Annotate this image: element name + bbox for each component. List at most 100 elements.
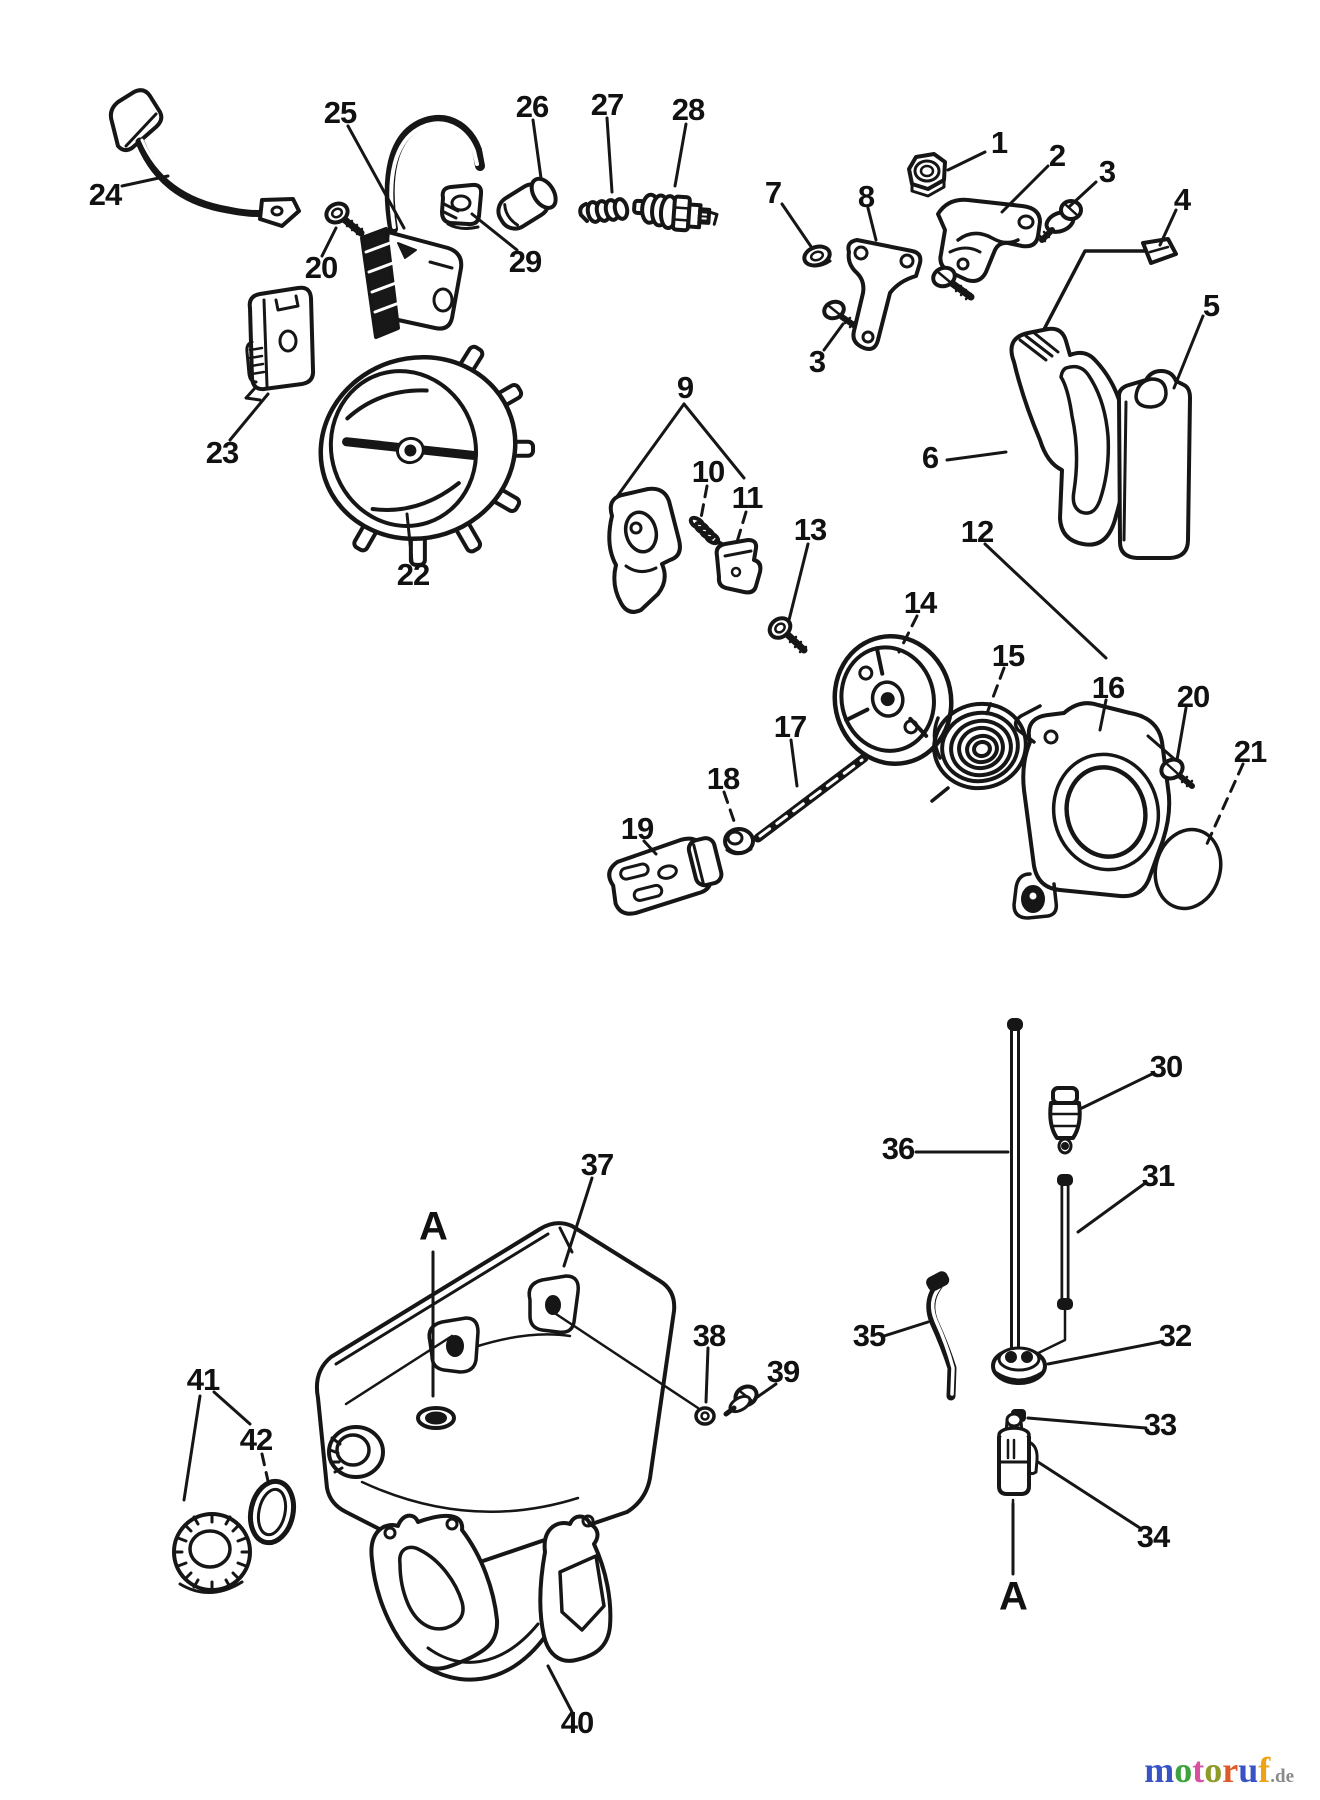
- callout-4: 4: [1173, 182, 1191, 217]
- rope-knob-drawing: [723, 827, 755, 856]
- leader-line-33: [1026, 1416, 1148, 1430]
- callout-7: 7: [764, 175, 782, 210]
- callout-28: 28: [671, 92, 705, 127]
- leader-line-39: [754, 1382, 778, 1400]
- motoruf-logo: motoruf.de: [1144, 1752, 1294, 1788]
- leader-line-15: [984, 666, 1006, 718]
- callout-38: 38: [692, 1318, 726, 1353]
- fuel-pipe-short-drawing: [1022, 1174, 1073, 1362]
- starter-rope-drawing: [753, 753, 869, 843]
- logo-letter-r: r: [1222, 1750, 1239, 1790]
- starter-handle-drawing: [607, 836, 724, 916]
- callout-22: 22: [396, 557, 430, 592]
- pawl-screw-drawing: [767, 616, 808, 654]
- lower-screw-drawing: [822, 299, 861, 331]
- check-valve-drawing: [1048, 1086, 1082, 1155]
- leader-line-25: [346, 124, 406, 230]
- support-bracket-drawing: [846, 238, 923, 351]
- callout-A2: A: [999, 1574, 1028, 1619]
- pawl-spring-drawing: [688, 515, 724, 546]
- motoruf-logo-letters: motoruf: [1144, 1750, 1270, 1790]
- callout-20a: 20: [304, 250, 338, 285]
- leader-line-11: [735, 510, 748, 544]
- leader-line-27: [605, 116, 614, 194]
- leader-line-37: [562, 1176, 594, 1268]
- leader-line-20b: [1175, 706, 1188, 762]
- leader-line-10: [699, 484, 709, 520]
- callout-14: 14: [903, 585, 937, 620]
- coil-screw-drawing: [324, 201, 365, 237]
- housing-screw-drawing: [1159, 757, 1195, 789]
- callout-40: 40: [560, 1705, 594, 1740]
- washer-drawing: [802, 244, 832, 268]
- callout-8: 8: [857, 179, 875, 214]
- plug-cap-drawing: [496, 176, 558, 231]
- callout-24: 24: [88, 177, 122, 212]
- leader-line-32: [1046, 1340, 1162, 1366]
- callout-13: 13: [793, 512, 827, 547]
- leader-line-38: [704, 1346, 710, 1404]
- leader-line-35: [882, 1320, 930, 1338]
- leader-line-22: [405, 512, 414, 564]
- fuel-filter-drawing: [997, 1412, 1039, 1506]
- fuel-cap-drawing: [172, 1512, 252, 1594]
- callout-23: 23: [205, 435, 239, 470]
- callout-32: 32: [1158, 1318, 1192, 1353]
- callout-37: 37: [580, 1147, 614, 1182]
- callout-39: 39: [766, 1354, 800, 1389]
- ignition-module-drawing: [244, 285, 316, 402]
- fuel-pipe-long-drawing: [1007, 1018, 1023, 1363]
- leader-line-41: [182, 1394, 202, 1502]
- leader-line-9: [614, 402, 686, 500]
- mid-screw-drawing: [931, 265, 975, 301]
- callout-33: 33: [1143, 1407, 1177, 1442]
- callout-25: 25: [323, 95, 357, 130]
- gasket-oval-drawing: [1153, 827, 1223, 911]
- ignition-coil-drawing: [360, 115, 485, 339]
- tank-grommet-drawing: [991, 1346, 1047, 1385]
- leader-line-21: [1204, 762, 1245, 848]
- leader-line-40: [546, 1664, 574, 1714]
- bracket-screw-washer-drawing: [1038, 199, 1083, 243]
- leader-line-28: [673, 122, 688, 188]
- callout-1: 1: [990, 125, 1008, 160]
- leader-line-41: [212, 1390, 252, 1426]
- shroud-duct-drawing: [1009, 326, 1128, 547]
- flywheel-drawing: [318, 344, 536, 567]
- callout-29: 29: [508, 244, 542, 279]
- leader-line-31: [1076, 1182, 1146, 1234]
- leader-line-5: [1172, 314, 1205, 390]
- leader-line-19: [642, 839, 658, 856]
- fuel-hose-drawing: [926, 1271, 957, 1401]
- tank-guard-drawing: [369, 1513, 613, 1682]
- callout-18: 18: [706, 761, 740, 796]
- callout-2: 2: [1048, 138, 1066, 173]
- callout-17: 17: [773, 709, 807, 744]
- leader-line-2: [1000, 164, 1050, 214]
- leader-line-42: [260, 1452, 272, 1492]
- leader-line-14: [897, 614, 919, 654]
- tank-washer-drawing: [694, 1406, 716, 1426]
- leader-line-12: [983, 542, 1108, 660]
- callout-16: 16: [1091, 670, 1125, 705]
- callout-30: 30: [1149, 1049, 1183, 1084]
- callout-11: 11: [731, 480, 764, 515]
- callout-31: 31: [1141, 1158, 1175, 1193]
- logo-letter-o: o: [1204, 1750, 1223, 1790]
- cap-oring-drawing: [247, 1478, 297, 1546]
- plug-spring-terminal-drawing: [578, 197, 630, 224]
- callout-A1: A: [419, 1204, 448, 1249]
- leader-line-16: [1098, 698, 1108, 732]
- callout-35: 35: [852, 1318, 886, 1353]
- callout-20b: 20: [1176, 679, 1210, 714]
- cylinder-boot-drawing: [1116, 369, 1192, 560]
- leader-line-20a: [320, 226, 338, 258]
- callout-27: 27: [590, 87, 624, 122]
- callout-5: 5: [1202, 288, 1220, 323]
- callout-42: 42: [239, 1422, 273, 1457]
- callout-3b: 3: [808, 344, 826, 379]
- leader-line-17: [789, 738, 799, 788]
- starter-pulley-drawing: [832, 633, 954, 767]
